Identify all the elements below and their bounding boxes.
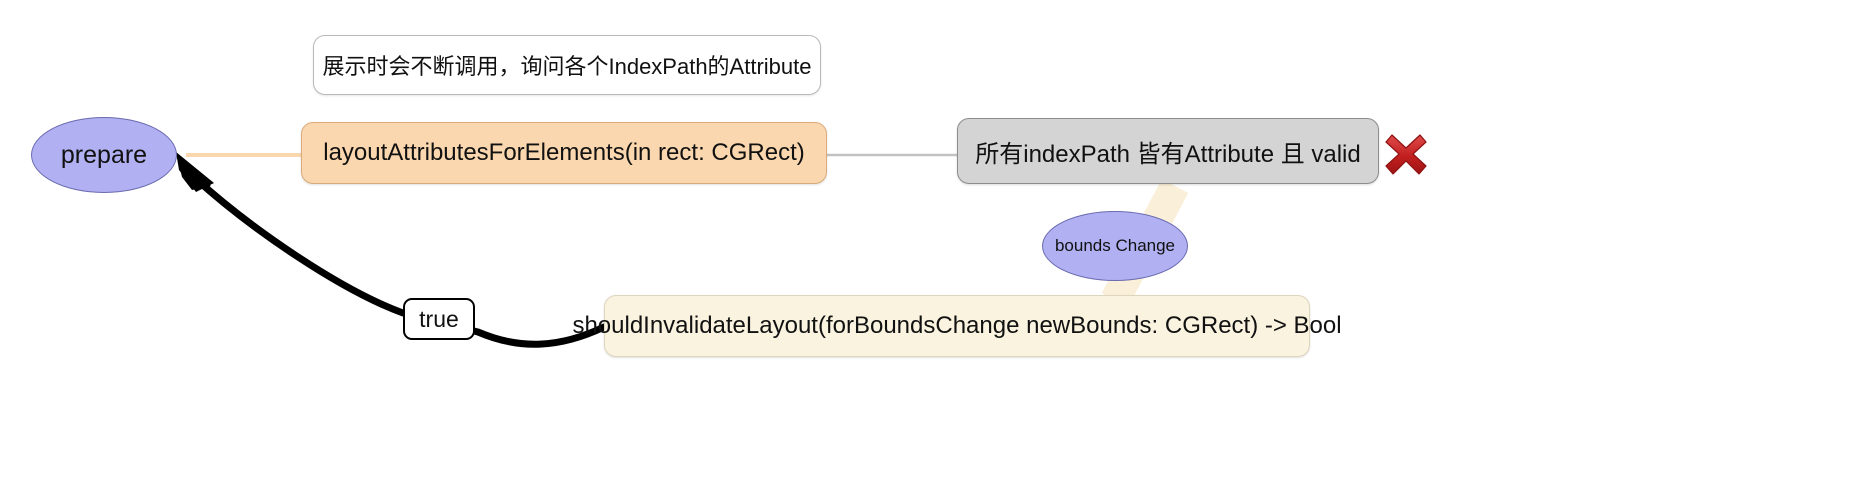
note-box[interactable]: 展示时会不断调用，询问各个IndexPath的Attribute [313,35,821,95]
arrowhead-to-prepare-wing [176,152,214,192]
edge-label-true-text: true [419,305,459,332]
edge-shouldinvalidate-to-prepare-tail [191,174,407,317]
edge-label-true[interactable]: true [403,298,475,340]
node-all-valid-label: 所有indexPath 皆有Attribute 且 valid [975,140,1361,168]
node-should-invalidate-layout[interactable]: shouldInvalidateLayout(forBoundsChange n… [572,295,1342,357]
note-box-label: 展示时会不断调用，询问各个IndexPath的Attribute [322,54,812,79]
node-prepare[interactable]: prepare [31,117,177,193]
node-prepare-label: prepare [60,140,148,169]
node-all-indexpath-valid[interactable]: 所有indexPath 皆有Attribute 且 valid [957,118,1379,184]
node-bounds-change-label: bounds Change [1054,236,1176,255]
node-layout-attributes-for-elements[interactable]: layoutAttributesForElements(in rect: CGR… [301,122,827,184]
node-layout-attributes-label: layoutAttributesForElements(in rect: CGR… [323,139,805,166]
red-cross-mark-icon [1385,134,1427,175]
node-should-invalidate-label: shouldInvalidateLayout(forBoundsChange n… [572,312,1342,339]
node-bounds-change[interactable]: bounds Change [1042,211,1188,281]
arrowhead-to-prepare [176,152,211,190]
